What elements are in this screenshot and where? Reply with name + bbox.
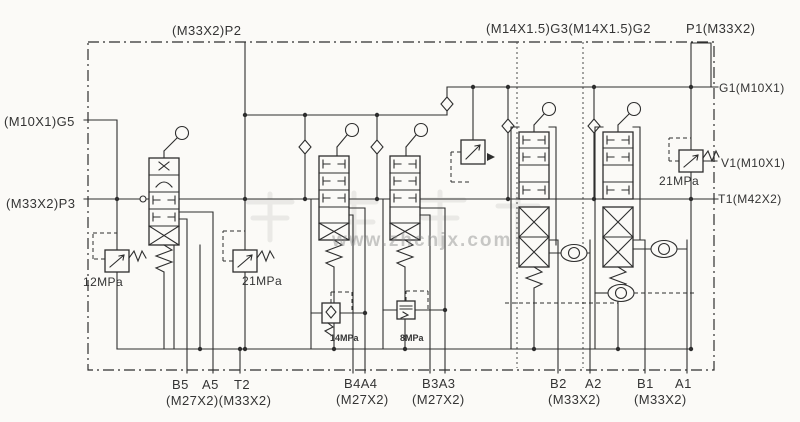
port-label-v1: V1(M10X1) (721, 156, 785, 170)
relief-valve-8mpa (382, 290, 446, 320)
pressure-label-14mpa: 14MPa (330, 333, 360, 343)
pressure-label-8mpa: 8MPa (400, 333, 425, 343)
valve-section-2 (505, 101, 618, 374)
pressure-label-12mpa: 12MPa (83, 275, 123, 289)
thread-label-b5a5t2: (M27X2)(M33X2) (166, 393, 271, 408)
port-label-t2: T2 (234, 377, 250, 392)
port-label-a1: A1 (675, 376, 692, 391)
port-label-p3: (M33X2)P3 (6, 196, 75, 211)
thread-label-b1a1: (M33X2) (634, 392, 687, 407)
pilot-check-valves (298, 86, 601, 200)
port-label-b4a4: B4A4 (344, 376, 377, 391)
pressure-label-21mpa-right: 21MPa (659, 174, 699, 188)
port-label-g3-g2: (M14X1.5)G3(M14X1.5)G2 (486, 21, 651, 36)
port-label-p2: (M33X2)P2 (172, 23, 241, 38)
valve-section-1 (594, 101, 695, 374)
port-label-g1: G1(M10X1) (719, 81, 785, 95)
gauge-lines-g3-g2 (516, 42, 584, 368)
port-label-b3a3: B3A3 (422, 376, 455, 391)
valve-section-4 (310, 122, 366, 374)
relief-valve-21mpa-right (668, 137, 720, 173)
pressure-label-21mpa-left: 21MPa (242, 274, 282, 288)
port-label-b1: B1 (637, 376, 654, 391)
port-label-a5: A5 (202, 377, 219, 392)
relief-valve-12mpa (92, 232, 147, 273)
port-label-t1: T1(M42X2) (718, 192, 782, 206)
thread-label-b4a4: (M27X2) (336, 392, 389, 407)
port-label-a2: A2 (585, 376, 602, 391)
port-label-b5: B5 (172, 377, 189, 392)
compensator-valve (450, 86, 495, 183)
port-label-g5: (M10X1)G5 (4, 114, 75, 129)
watermark-url: www.zhcnjx.com (331, 230, 512, 251)
junction-dots (114, 84, 694, 352)
port-label-b2: B2 (550, 376, 567, 391)
thread-label-b2a2: (M33X2) (548, 392, 601, 407)
relief-valve-21mpa-left (222, 230, 275, 273)
valve-section-5 (139, 125, 241, 374)
port-label-p1: P1(M33X2) (686, 21, 755, 36)
thread-label-b3a3: (M27X2) (412, 392, 465, 407)
relief-valve-14mpa (310, 291, 366, 336)
valve-block-boundary (87, 41, 715, 371)
valve-section-3 (382, 122, 446, 374)
